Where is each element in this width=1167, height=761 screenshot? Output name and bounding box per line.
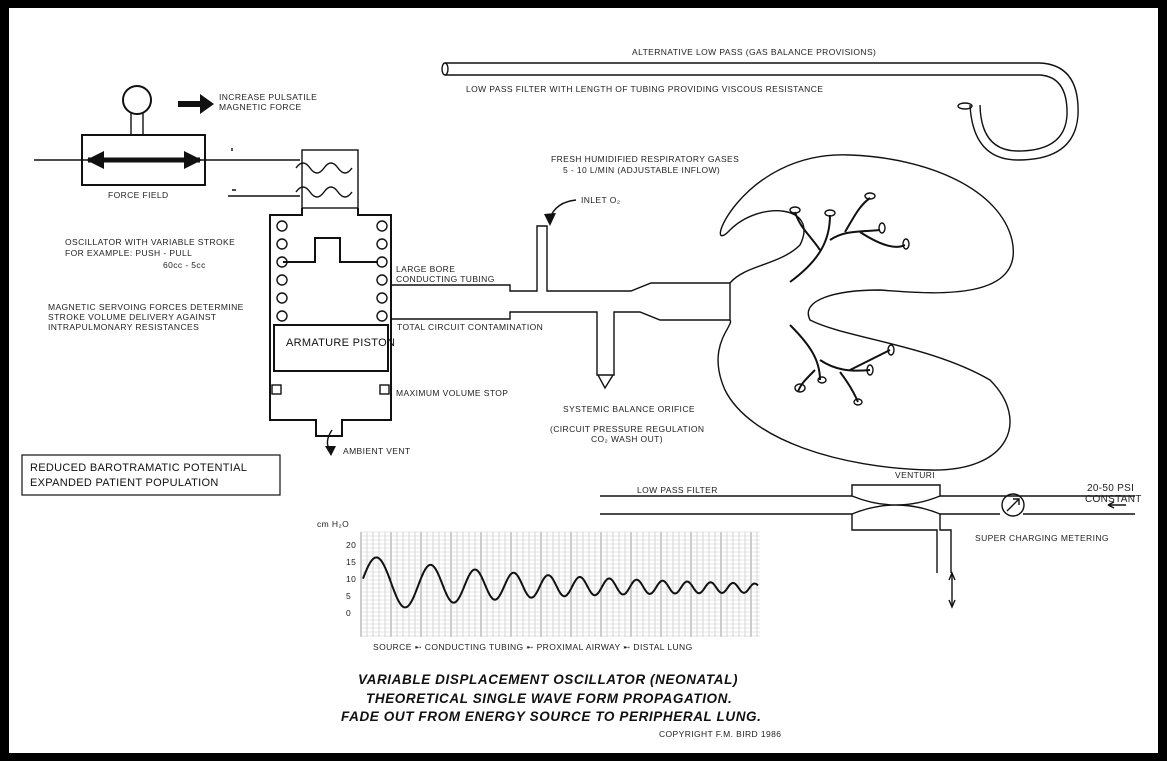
circuit-pressure-label: (CIRCUIT PRESSURE REGULATION [550,424,704,434]
psi-label-2: CONSTANT [1085,494,1142,505]
waveform-line [362,556,759,609]
y-tick-label: 10 [346,574,356,584]
copyright-label: COPYRIGHT F.M. BIRD 1986 [659,729,781,739]
title-line-2: THEORETICAL SINGLE WAVE FORM PROPAGATION… [366,691,732,706]
inflow-arrow-icon [1107,501,1126,509]
psi-label-1: 20-50 PSI [1087,483,1134,494]
large-bore-label-2: CONDUCTING TUBING [396,274,495,284]
volume-stop-left [271,384,282,395]
armature-piston [273,324,389,372]
tube-end-left [441,62,449,76]
diagram-sheet: INCREASE PULSATILE MAGNETIC FORCE FORCE … [9,8,1158,753]
volume-stop-right [379,384,390,395]
magnet-stem [130,113,144,135]
systemic-label: SYSTEMIC BALANCE ORIFICE [563,404,695,414]
conducting-tubing-bottom [391,311,730,376]
gauge-needle [1006,498,1020,512]
polarity-marks [231,148,236,191]
venturi-throat [851,495,941,515]
increase-force-label-2: MAGNETIC FORCE [219,102,302,112]
oscillator-label-1: OSCILLATOR WITH VARIABLE STROKE [65,237,235,247]
low-pass-filter-label: LOW PASS FILTER [637,485,718,495]
armature-label: ARMATURE PISTON [286,337,395,349]
coil-housing [301,149,359,209]
low-pass-tube-bottom [445,74,1068,152]
low-pass-tubing-label: LOW PASS FILTER WITH LENGTH OF TUBING PR… [466,84,823,94]
co2-wash-label: CO₂ WASH OUT) [591,434,663,444]
y-tick-label: 20 [346,540,356,550]
magnet-bulb-icon [122,85,152,115]
reduced-box [21,454,281,496]
increase-force-label-1: INCREASE PULSATILE [219,92,317,102]
venturi-label: VENTURI [895,470,935,480]
oscillator-label-2: FOR EXAMPLE: PUSH - PULL [65,248,192,258]
chart-ylabel: cm H₂O [317,519,349,529]
fresh-gases-label-1: FRESH HUMIDIFIED RESPIRATORY GASES [551,154,739,164]
super-charging-label: SUPER CHARGING METERING [975,533,1109,543]
contamination-label: TOTAL CIRCUIT CONTAMINATION [397,322,543,332]
increase-arrow-icon [178,94,214,114]
exhaust-arrow-icon [948,571,956,609]
conducting-tubing-top [391,225,730,292]
metering-gauge-icon [1001,493,1025,517]
y-tick-label: 5 [346,591,351,601]
venturi-outlet [851,514,952,573]
bronchial-tree-lower [789,324,895,406]
bronchial-tree-upper [789,192,910,283]
low-pass-tube-top [445,62,1079,161]
piston-head [283,237,378,263]
venturi-tubing [600,484,1135,515]
tube-end-right [957,102,973,110]
alt-low-pass-label: ALTERNATIVE LOW PASS (GAS BALANCE PROVIS… [632,47,876,57]
fresh-gases-label-2: 5 - 10 L/MIN (ADJUSTABLE INFLOW) [563,165,720,175]
reduced-label-2: EXPANDED PATIENT POPULATION [30,477,219,489]
coil-windings [295,162,353,198]
y-tick-label: 0 [346,608,351,618]
magnet-rings-right [376,220,388,322]
waveform-grid [360,531,760,637]
servoing-label-3: INTRAPULMONARY RESISTANCES [48,322,199,332]
pathway-label: SOURCE ➸ CONDUCTING TUBING ➸ PROXIMAL AI… [373,642,693,652]
magnet-rings-left [276,220,288,322]
oscillator-label-3: 60cc - 5cc [163,260,206,270]
reduced-label-1: REDUCED BAROTRAMATIC POTENTIAL [30,462,247,474]
ambient-vent-label: AMBIENT VENT [343,446,410,456]
waveform-tick-labels: 20 15 10 5 0 [346,540,356,618]
title-line-3: FADE OUT FROM ENERGY SOURCE TO PERIPHERA… [341,709,762,724]
oscillator-diagram: INCREASE PULSATILE MAGNETIC FORCE FORCE … [21,47,1142,739]
max-stop-label: MAXIMUM VOLUME STOP [396,388,508,398]
oscillator-housing [269,208,392,437]
orifice-icon [597,374,614,390]
large-bore-label-1: LARGE BORE [396,264,455,274]
servoing-label-1: MAGNETIC SERVOING FORCES DETERMINE [48,302,244,312]
vent-arrow-icon [325,446,336,456]
force-field-label: FORCE FIELD [108,190,169,200]
lung-outline [717,154,1015,471]
title-line-1: VARIABLE DISPLACEMENT OSCILLATOR (NEONAT… [358,672,738,687]
inlet-arrow-icon [544,213,556,226]
y-tick-label: 15 [346,557,356,567]
servoing-label-2: STROKE VOLUME DELIVERY AGAINST [48,312,217,322]
inlet-o2-label: INLET O₂ [581,195,620,205]
